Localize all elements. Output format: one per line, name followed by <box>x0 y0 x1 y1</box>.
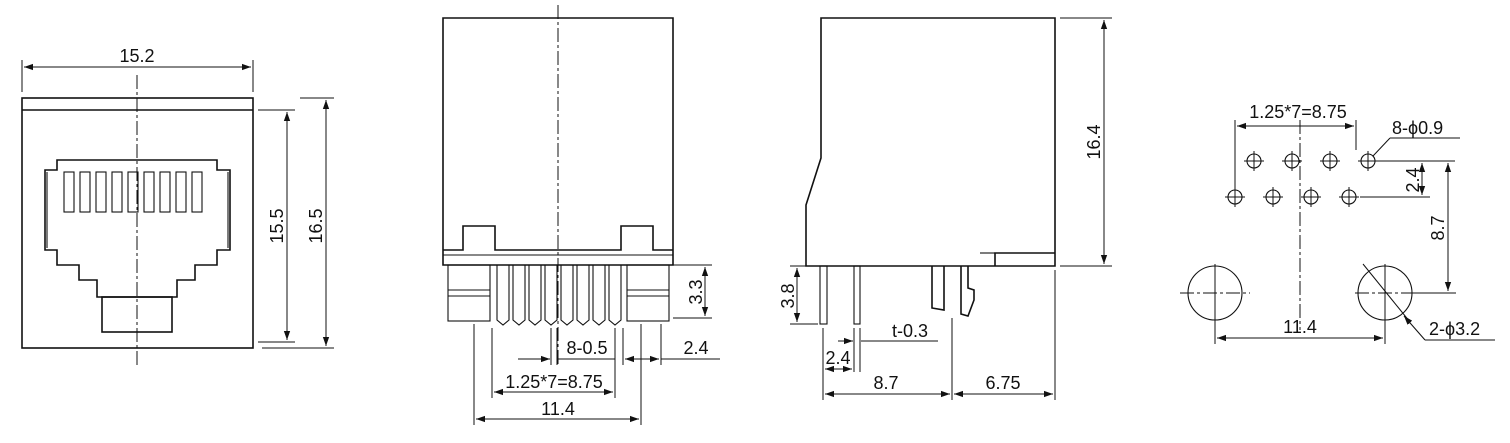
side-pin-length-label: 3.8 <box>778 283 798 308</box>
footprint-vertical-label: 8.7 <box>1428 215 1448 240</box>
side-thickness-label: t-0.3 <box>892 321 928 341</box>
side-back-label: 6.75 <box>985 373 1020 393</box>
bottom-pin-height-label: 3.3 <box>686 279 706 304</box>
footprint-mount-hole-label: 2-ϕ3.2 <box>1429 319 1480 339</box>
front-width-label: 15.2 <box>119 46 154 66</box>
side-view: 16.4 3.8 t-0.3 2.4 8.7 6.75 <box>778 17 1112 400</box>
footprint-view: 1.25*7=8.75 8-ϕ0.9 2.4 8.7 11.4 2-ϕ3.2 <box>1180 102 1495 344</box>
footprint-row-spacing-label: 2.4 <box>1403 167 1423 192</box>
pins <box>496 265 622 326</box>
side-height-label: 16.4 <box>1084 124 1104 159</box>
standoffs <box>447 264 670 322</box>
bottom-pin-width-label: 8-0.5 <box>566 338 607 358</box>
bottom-total-width-label: 11.4 <box>541 399 575 419</box>
bottom-spacing-label: 2.4 <box>683 338 708 358</box>
footprint-hole-label: 8-ϕ0.9 <box>1392 118 1443 138</box>
pin-holes <box>1225 151 1378 207</box>
bottom-pitch-label: 1.25*7=8.75 <box>505 372 603 392</box>
footprint-mount-spacing-label: 11.4 <box>1283 317 1317 337</box>
bottom-view: 3.3 8-0.5 2.4 1.25*7=8.75 11.4 <box>442 5 720 425</box>
side-depth-label: 8.7 <box>873 373 898 393</box>
side-offset-label: 2.4 <box>825 348 850 368</box>
front-inner-height-label: 15.5 <box>267 208 287 243</box>
footprint-pitch-label: 1.25*7=8.75 <box>1249 102 1347 122</box>
contact-fingers <box>63 171 203 213</box>
front-outer-height-label: 16.5 <box>306 208 326 243</box>
mounting-holes <box>1187 263 1413 323</box>
front-view: 15.2 15.5 16.5 <box>21 46 334 368</box>
